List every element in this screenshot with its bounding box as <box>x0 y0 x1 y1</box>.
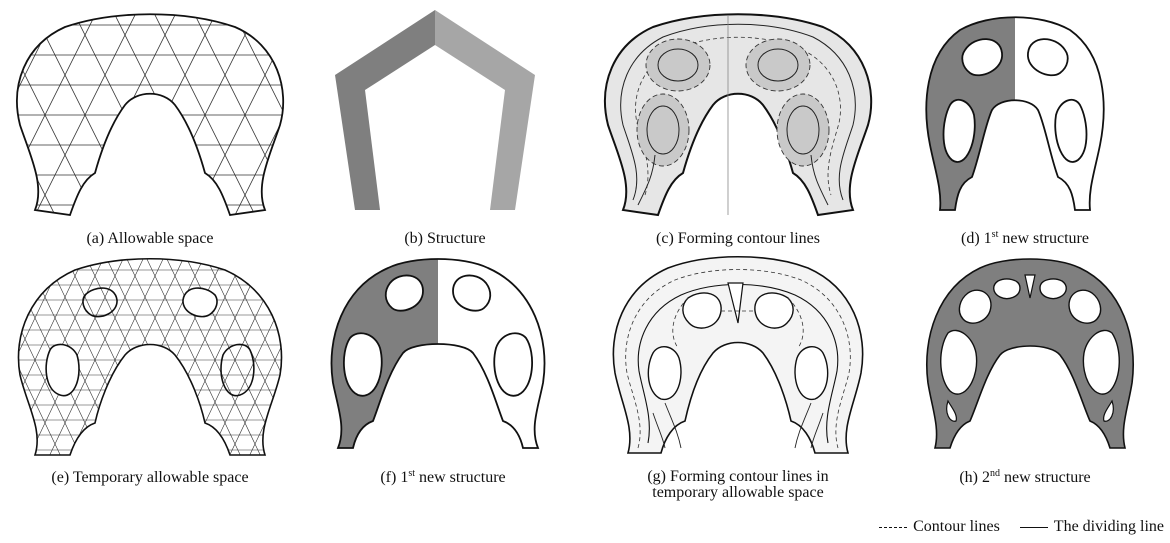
caption-g-line1: (g) Forming contour lines in <box>593 469 883 485</box>
caption-d: (d) 1st new structure <box>880 230 1170 247</box>
caption-f: (f) 1st new structure <box>298 469 588 486</box>
caption-h: (h) 2nd new structure <box>880 469 1170 486</box>
legend: Contour lines The dividing line <box>879 518 1164 536</box>
contour-lines-diagram <box>593 5 883 235</box>
allowable-space-mesh <box>5 5 295 235</box>
caption-e: (e) Temporary allowable space <box>5 469 295 486</box>
panel-b: (b) Structure <box>300 5 590 235</box>
temporary-contour-lines-diagram <box>593 253 883 465</box>
initial-structure-shape <box>300 5 590 235</box>
caption-b: (b) Structure <box>300 230 590 247</box>
contour-line-swatch <box>879 527 907 528</box>
panel-d: (d) 1st new structure <box>880 5 1170 235</box>
first-new-structure-repeat-shape <box>298 253 588 465</box>
second-new-structure-shape <box>880 253 1170 465</box>
first-new-structure-shape <box>880 5 1170 235</box>
dividing-line-swatch <box>1020 527 1048 528</box>
caption-g: (g) Forming contour lines in temporary a… <box>593 469 883 501</box>
legend-dividing-label: The dividing line <box>1054 518 1164 536</box>
caption-a: (a) Allowable space <box>5 230 295 247</box>
caption-c: (c) Forming contour lines <box>593 230 883 247</box>
panel-g: (g) Forming contour lines in temporary a… <box>593 253 883 483</box>
panel-h: (h) 2nd new structure <box>880 253 1170 483</box>
caption-g-line2: temporary allowable space <box>593 485 883 501</box>
panel-c: (c) Forming contour lines <box>593 5 883 235</box>
temporary-allowable-space-mesh <box>5 255 295 465</box>
panel-a: (a) Allowable space <box>5 5 295 235</box>
legend-contour-label: Contour lines <box>913 518 1000 536</box>
panel-e: (e) Temporary allowable space <box>5 255 295 485</box>
panel-f: (f) 1st new structure <box>298 253 588 483</box>
